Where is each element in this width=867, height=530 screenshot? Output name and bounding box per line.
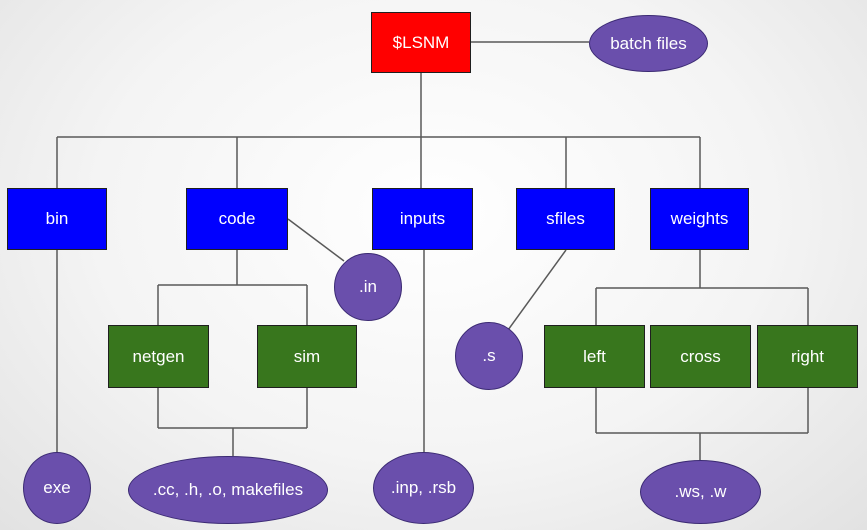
- subfolder-left: left: [544, 325, 645, 388]
- subfolder-sim: sim: [257, 325, 357, 388]
- folder-bin: bin: [7, 188, 107, 250]
- subfolder-right: right: [757, 325, 858, 388]
- file-group-exe: exe: [23, 452, 91, 524]
- subfolder-netgen: netgen: [108, 325, 209, 388]
- folder-inputs: inputs: [372, 188, 473, 250]
- subfolder-cross: cross: [650, 325, 751, 388]
- file-group-s: .s: [455, 322, 523, 390]
- folder-code: code: [186, 188, 288, 250]
- file-group-in: .in: [334, 253, 402, 321]
- root-node-lsnm: $LSNM: [371, 12, 471, 73]
- folder-sfiles: sfiles: [516, 188, 615, 250]
- file-group-code-files: .cc, .h, .o, makefiles: [128, 456, 328, 524]
- file-group-weight-files: .ws, .w: [640, 460, 761, 524]
- file-group-input-files: .inp, .rsb: [373, 452, 474, 524]
- batch-files-node: batch files: [589, 15, 708, 72]
- folder-weights: weights: [650, 188, 749, 250]
